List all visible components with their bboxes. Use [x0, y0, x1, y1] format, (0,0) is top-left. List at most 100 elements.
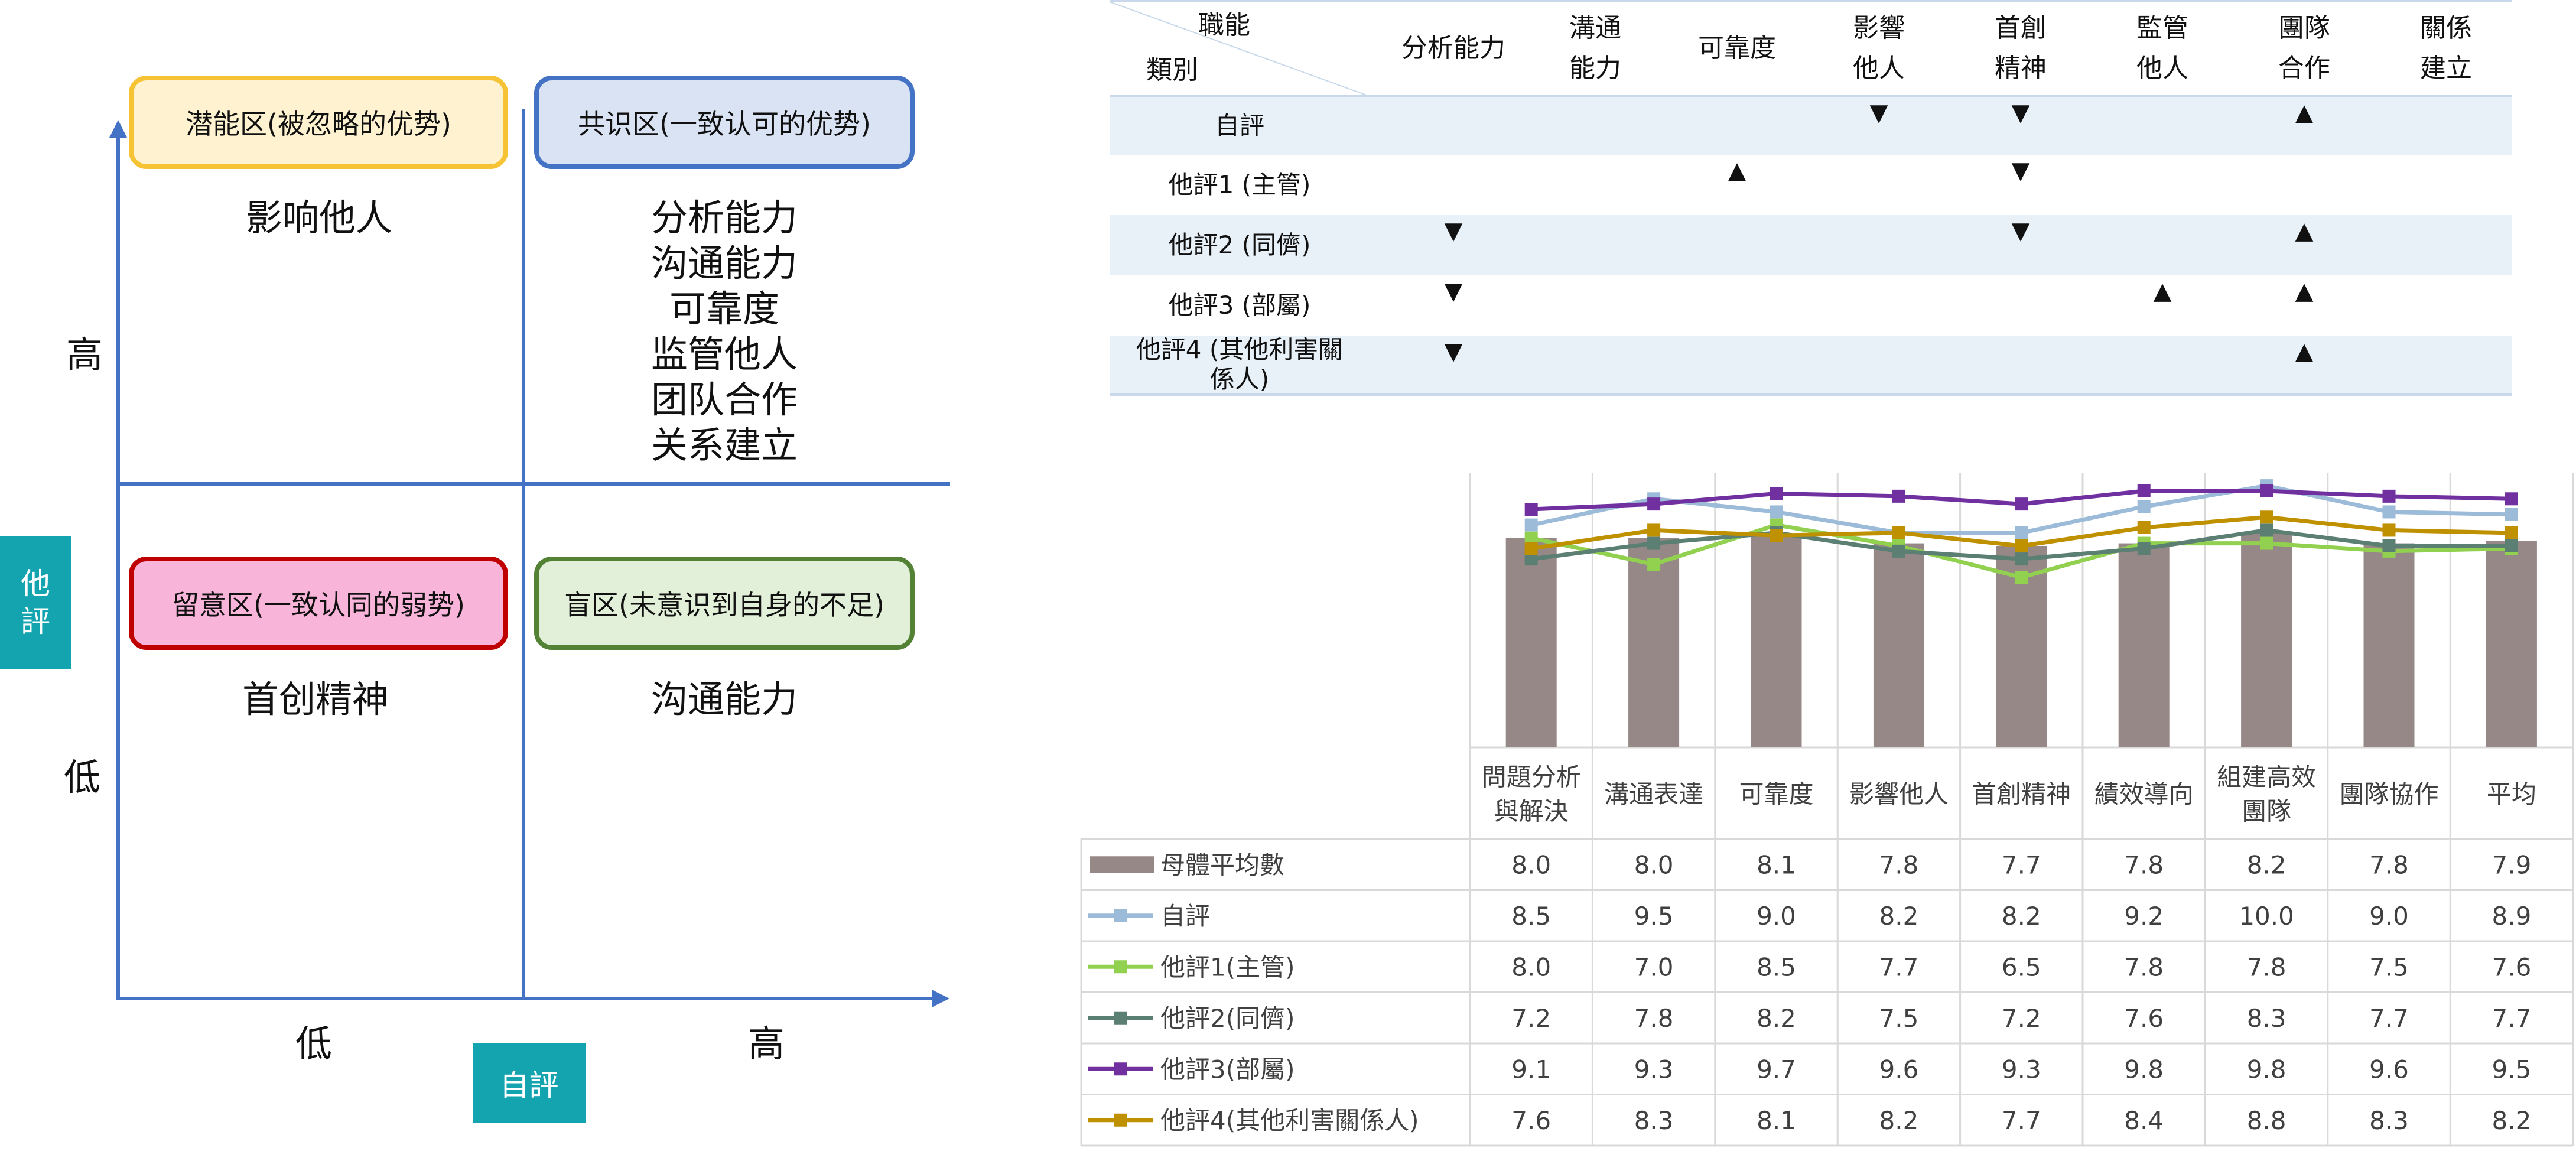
data-value: 7.8: [2247, 952, 2286, 981]
data-point: [2137, 484, 2151, 497]
legend-key-marker: [1114, 1011, 1127, 1025]
data-value: 9.7: [1757, 1055, 1796, 1084]
data-value: 8.4: [2124, 1106, 2164, 1135]
row-label-line: 他評1 (主管): [1168, 170, 1311, 199]
data-value: 9.2: [2124, 902, 2164, 931]
data-value: 9.0: [1757, 902, 1796, 931]
row-label: 他評4 (其他利害關係人): [1110, 335, 1370, 393]
data-point: [2382, 523, 2396, 537]
legend-key-marker: [1114, 960, 1127, 974]
data-value: 9.6: [2369, 1055, 2409, 1084]
data-value: 9.8: [2247, 1055, 2286, 1084]
attention-zone-label: 留意区(一致认同的弱势): [172, 589, 465, 621]
category-label: 績效導向: [2094, 780, 2194, 809]
legend-label: 他評3(部屬): [1160, 1055, 1295, 1084]
data-value: 7.9: [2492, 850, 2532, 879]
data-point: [1647, 536, 1661, 550]
corner-top-label: 職能: [1198, 10, 1250, 40]
bar: [1873, 543, 1924, 747]
potential-zone-label: 潜能区(被忽略的优势): [186, 108, 451, 140]
data-value: 8.3: [2369, 1106, 2409, 1135]
data-point: [1647, 558, 1661, 571]
competency-item: 沟通能力: [650, 678, 798, 721]
bar: [1628, 538, 1680, 747]
top-left-list: 影响他人: [201, 195, 437, 240]
bottom-right-list: 沟通能力: [606, 677, 843, 722]
data-value: 6.5: [2002, 952, 2041, 981]
column-header-line: 分析能力: [1401, 32, 1505, 63]
data-point: [1892, 489, 1905, 503]
column-header-line: 精神: [1995, 53, 2047, 83]
x-high-label: 高: [748, 1022, 785, 1065]
category-label: 溝通表達: [1604, 780, 1703, 809]
competency-item: 团队合作: [650, 378, 798, 421]
data-value: 7.2: [2002, 1004, 2041, 1033]
data-value: 9.3: [1634, 1055, 1674, 1084]
row-label-line: 他評2 (同儕): [1168, 230, 1311, 259]
data-value: 9.5: [1634, 902, 1674, 931]
x-low-label: 低: [295, 1022, 333, 1065]
column-header: 可靠度: [1666, 2, 1808, 95]
data-value: 9.6: [1879, 1055, 1919, 1084]
data-point: [2382, 505, 2396, 519]
data-value: 9.0: [2369, 902, 2409, 931]
column-header-line: 合作: [2278, 53, 2330, 83]
y-axis-tag-char: 評: [21, 604, 50, 639]
bar: [2241, 532, 2292, 747]
data-value: 7.7: [2369, 1004, 2409, 1033]
bar: [2486, 541, 2537, 747]
data-value: 7.2: [1511, 1004, 1551, 1033]
data-point: [2382, 489, 2396, 503]
competency-item: 可靠度: [669, 287, 779, 330]
quadrant-diagram: [109, 109, 950, 1007]
bar: [1751, 535, 1802, 747]
row-label-line: 係人): [1209, 365, 1270, 393]
competency-item: 监管他人: [650, 333, 798, 376]
column-header-line: 他人: [1853, 53, 1905, 83]
data-value: 8.1: [1757, 1106, 1796, 1135]
data-point: [1892, 544, 1905, 558]
y-low-label: 低: [64, 756, 101, 799]
data-value: 7.7: [1879, 952, 1919, 981]
data-value: 7.8: [1879, 850, 1919, 879]
column-header-line: 團隊: [2278, 12, 2330, 43]
data-point: [2260, 484, 2273, 497]
data-value: 9.1: [1511, 1055, 1551, 1084]
data-point: [1647, 497, 1661, 511]
data-point: [2505, 492, 2518, 506]
up-arrow-icon: ▲: [2295, 217, 2314, 245]
blind-zone-box: 盲区(未意识到自身的不足): [534, 557, 915, 650]
bar: [2363, 543, 2415, 747]
consensus-zone-box: 共识区(一致认可的优势): [534, 76, 915, 169]
bar: [2118, 543, 2170, 747]
up-arrow-icon: ▲: [1728, 157, 1746, 184]
column-header-line: 他人: [2136, 53, 2188, 83]
category-label: 影響他人: [1849, 780, 1949, 809]
category-label: 首創精神: [1972, 780, 2071, 809]
data-value: 7.6: [1511, 1106, 1551, 1135]
data-value: 7.7: [2492, 1004, 2532, 1033]
table-row: 自評▼▼▲: [1110, 95, 2512, 155]
legend-label: 他評4(其他利害關係人): [1160, 1106, 1419, 1135]
x-axis-tag: 自評: [473, 1043, 586, 1123]
column-header: 影響他人: [1808, 2, 1950, 95]
category-label: 可靠度: [1739, 780, 1813, 809]
column-header: 團隊合作: [2233, 2, 2375, 95]
down-arrow-icon: ▼: [1869, 99, 1888, 126]
table-row: 他評4 (其他利害關係人)▼▲: [1110, 335, 2512, 396]
data-point: [1524, 531, 1538, 545]
data-value: 7.5: [1879, 1004, 1919, 1033]
data-point: [1524, 518, 1538, 532]
data-point: [1647, 523, 1661, 537]
column-header-line: 首創: [1995, 12, 2047, 43]
row-label: 他評2 (同儕): [1110, 215, 1370, 275]
legend-label: 他評2(同儕): [1160, 1004, 1295, 1033]
row-label-line: 自評: [1214, 111, 1264, 140]
data-point: [2260, 523, 2273, 537]
consensus-zone-label: 共识区(一致认可的优势): [578, 108, 871, 140]
potential-zone-box: 潜能区(被忽略的优势): [129, 76, 508, 169]
table-row: 他評3 (部屬)▼▲▲: [1110, 275, 2512, 336]
data-point: [2505, 526, 2518, 539]
data-value: 8.8: [2247, 1106, 2286, 1135]
